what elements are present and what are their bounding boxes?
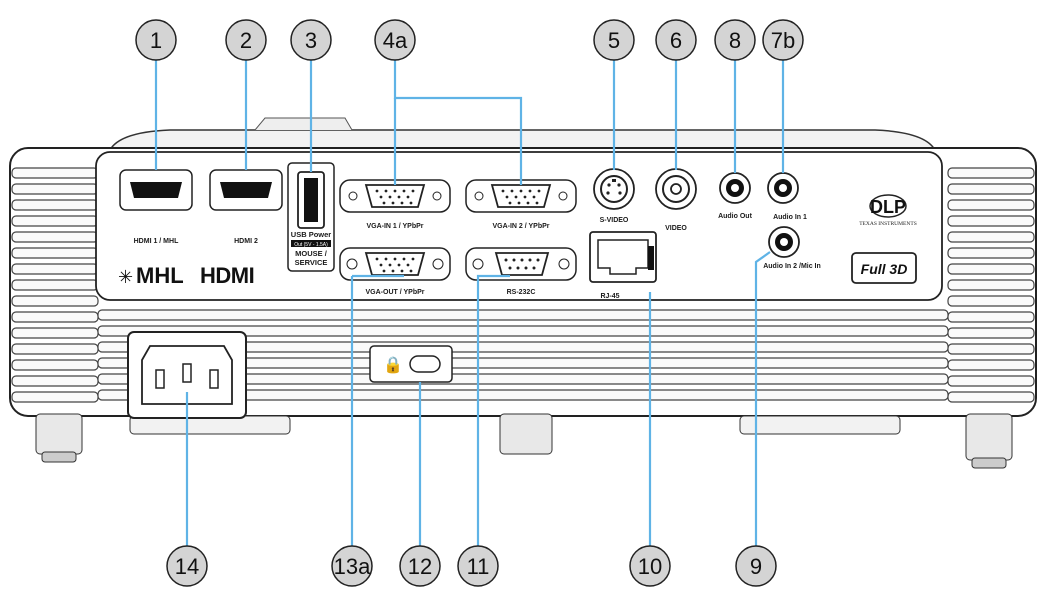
vga-in1-label: VGA-IN 1 / YPbPr bbox=[366, 223, 423, 230]
svg-text:4a: 4a bbox=[383, 28, 408, 53]
feet bbox=[35, 413, 1013, 469]
callout-5: 5 bbox=[593, 19, 635, 61]
lower-vent-bars bbox=[97, 309, 949, 401]
leader-lines bbox=[154, 60, 785, 548]
svg-text:5: 5 bbox=[608, 28, 620, 53]
vga-in2-port: VGA-IN 2 / YPbPr bbox=[465, 179, 577, 230]
vga-out-port: VGA-OUT / YPbPr bbox=[339, 247, 451, 296]
mouse-label: MOUSE / bbox=[295, 249, 328, 258]
rs232c-port: RS-232C bbox=[465, 247, 577, 296]
dlp-sub-text: TEXAS INSTRUMENTS bbox=[859, 221, 917, 227]
lock-icon: 🔒 bbox=[383, 355, 403, 374]
usb-power-label: USB Power bbox=[291, 230, 332, 239]
svg-text:8: 8 bbox=[729, 28, 741, 53]
svg-text:✳: ✳ bbox=[118, 267, 133, 288]
callout-2: 2 bbox=[225, 19, 267, 61]
audio-out-label: Audio Out bbox=[718, 213, 752, 220]
right-vent-grill bbox=[947, 167, 1035, 403]
svg-text:11: 11 bbox=[467, 554, 490, 579]
callout-14: 14 bbox=[166, 545, 208, 587]
audio-in1-label: Audio In 1 bbox=[773, 214, 807, 221]
svg-text:3: 3 bbox=[305, 28, 317, 53]
left-vent-grill bbox=[11, 167, 99, 403]
hdmi1-label: HDMI 1 / MHL bbox=[134, 238, 179, 245]
video-port: VIDEO bbox=[655, 168, 697, 232]
audio-out-port: Audio Out bbox=[718, 172, 753, 220]
svg-text:13a: 13a bbox=[334, 554, 371, 579]
svg-text:12: 12 bbox=[408, 554, 432, 579]
vga-in2-label: VGA-IN 2 / YPbPr bbox=[492, 223, 549, 230]
callout-13a: 13a bbox=[331, 545, 373, 587]
callout-3: 3 bbox=[290, 19, 332, 61]
svg-text:7b: 7b bbox=[771, 28, 795, 53]
callout-12: 12 bbox=[399, 545, 441, 587]
callout-11: 11 bbox=[457, 545, 499, 587]
rj45-port: RJ-45 bbox=[589, 231, 657, 300]
usb-port: USB Power Out (5V - 1.5A) MOUSE / SERVIC… bbox=[287, 162, 335, 272]
callout-1: 1 bbox=[135, 19, 177, 61]
callout-8: 8 bbox=[714, 19, 756, 61]
svideo-port: S-VIDEO bbox=[593, 168, 635, 224]
hdmi2-label: HDMI 2 bbox=[234, 238, 258, 245]
full3d-logo: Full 3D bbox=[851, 252, 917, 284]
svg-text:9: 9 bbox=[750, 554, 762, 579]
callout-6: 6 bbox=[655, 19, 697, 61]
dlp-logo-text: DLP bbox=[870, 197, 906, 217]
callout-9: 9 bbox=[735, 545, 777, 587]
audio-in1-port: Audio In 1 bbox=[767, 172, 807, 221]
mhl-logo: ✳ MHL bbox=[118, 263, 184, 288]
video-label: VIDEO bbox=[665, 225, 687, 232]
hdmi-logo: HDMI bbox=[200, 263, 254, 288]
svg-text:1: 1 bbox=[150, 28, 162, 53]
usb-rating-label: Out (5V - 1.5A) bbox=[294, 242, 328, 248]
full3d-logo-text: Full 3D bbox=[861, 261, 908, 277]
rs232c-label: RS-232C bbox=[507, 289, 536, 296]
ac-power-inlet bbox=[127, 331, 247, 419]
dlp-logo: DLP TEXAS INSTRUMENTS bbox=[859, 194, 917, 227]
audio-in2-port: Audio In 2 /Mic In bbox=[763, 226, 821, 270]
callout-7b: 7b bbox=[762, 19, 804, 61]
service-label: SERVICE bbox=[295, 258, 328, 267]
svideo-label: S-VIDEO bbox=[600, 217, 629, 224]
rj45-label: RJ-45 bbox=[600, 293, 619, 300]
mhl-logo-text: MHL bbox=[136, 263, 184, 288]
svg-text:6: 6 bbox=[670, 28, 682, 53]
callout-10: 10 bbox=[629, 545, 671, 587]
vga-out-label: VGA-OUT / YPbPr bbox=[366, 289, 425, 296]
svg-text:14: 14 bbox=[175, 554, 199, 579]
vga-in1-port: VGA-IN 1 / YPbPr bbox=[339, 179, 451, 230]
callout-4a: 4a bbox=[374, 19, 416, 61]
svg-text:10: 10 bbox=[638, 554, 662, 579]
kensington-lock: 🔒 bbox=[369, 345, 453, 383]
svg-text:2: 2 bbox=[240, 28, 252, 53]
audio-in2-label: Audio In 2 /Mic In bbox=[763, 263, 821, 270]
